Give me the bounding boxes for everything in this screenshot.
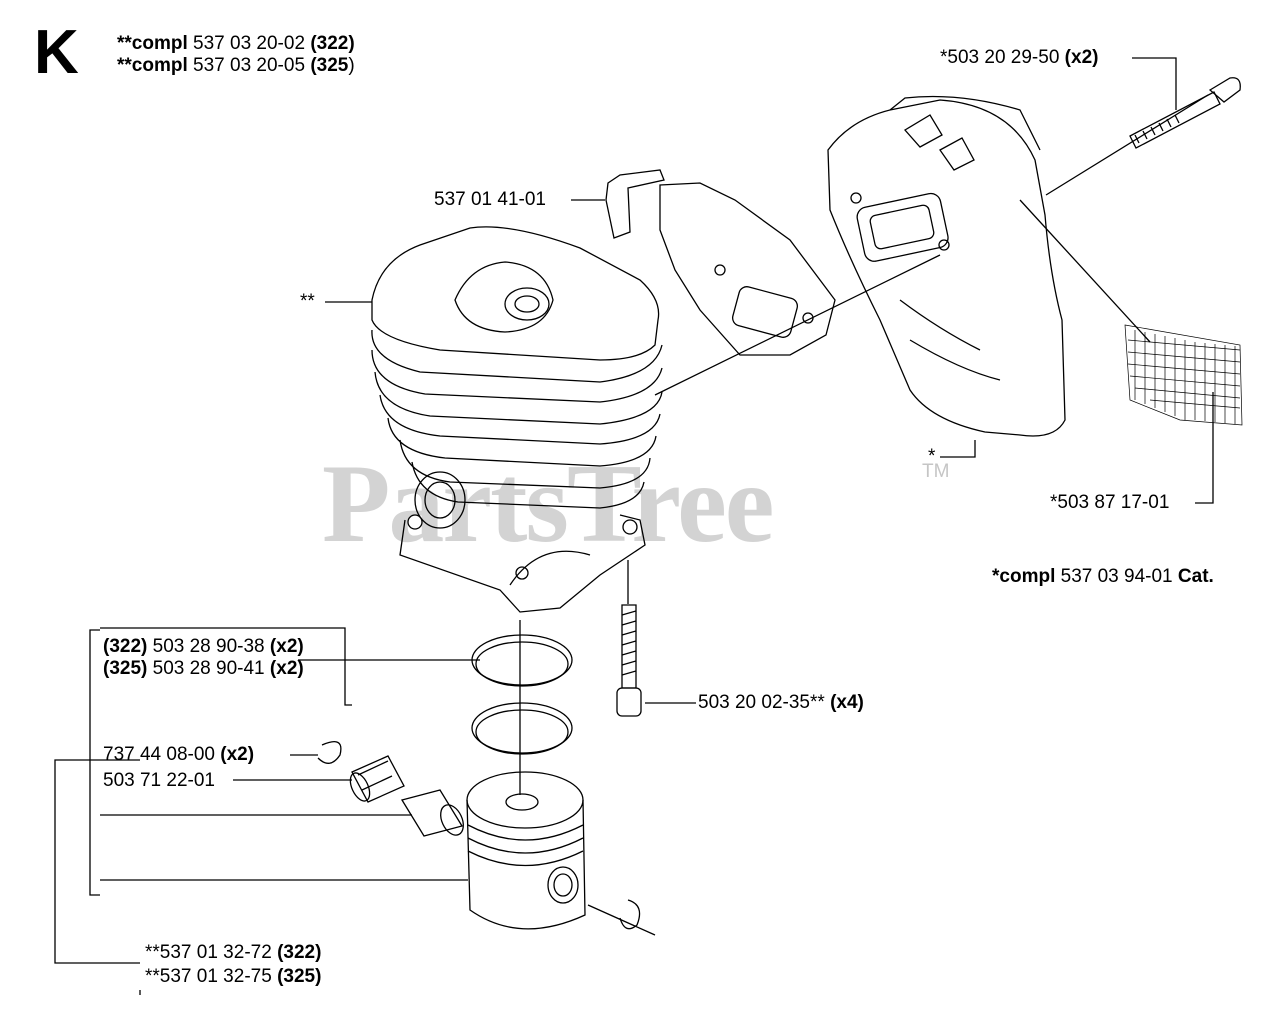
label-needle-bearing: 503 71 22-01 <box>103 770 215 791</box>
circlip-number: 737 44 08-00 <box>103 744 215 765</box>
label-circlip: 737 44 08-00 (x2) <box>103 744 254 766</box>
label-bracket: 537 01 41-01 <box>434 189 546 210</box>
header-1-model: (322) <box>310 33 355 54</box>
label-cylinder-bolts: 503 20 02-35** (x4) <box>698 692 864 714</box>
header-2-model: (325 <box>310 55 349 76</box>
piston <box>466 771 586 930</box>
header-1-prefix: **compl <box>117 33 188 54</box>
label-rings-325: (325) 503 28 90-41 (x2) <box>103 658 304 680</box>
muffler-screw-qty: (x2) <box>1064 47 1099 68</box>
leader-lines <box>54 57 1214 995</box>
needle-bearing <box>349 755 405 803</box>
watermark: PartsTree <box>322 442 775 566</box>
header-line-2: **compl 537 03 20-05 (325) <box>117 55 355 77</box>
cylinder <box>371 226 663 613</box>
bolts-number: 503 20 02-35** <box>698 692 825 713</box>
muffler-kit-prefix: *compl <box>992 566 1056 587</box>
piston-pin <box>400 789 464 837</box>
muffler-kit-number: 537 03 94-01 <box>1060 566 1173 587</box>
label-piston-325: **537 01 32-75 (325) <box>145 966 321 988</box>
muffler <box>827 95 1066 437</box>
rings-325-number: 503 28 90-41 <box>152 658 265 679</box>
piston-322-number: **537 01 32-72 <box>145 942 272 963</box>
header-line-1: **compl 537 03 20-02 (322) <box>117 33 355 55</box>
circlips <box>317 741 641 930</box>
rings-325-model: (325) <box>103 658 148 679</box>
header-2-number: 537 03 20-05 <box>193 55 306 76</box>
gasket-bracket <box>605 169 836 356</box>
header-2-close: ) <box>348 55 355 76</box>
label-muffler: * <box>928 446 936 467</box>
label-cylinder: ** <box>300 291 315 312</box>
spark-screen <box>1124 324 1243 426</box>
label-piston-322: **537 01 32-72 (322) <box>145 942 321 964</box>
piston-325-model: (325) <box>277 966 322 987</box>
cylinder-bolt <box>616 604 642 717</box>
muffler-screw <box>1129 77 1241 149</box>
bolts-qty: (x4) <box>830 692 864 713</box>
label-muffler-screw: *503 20 29-50 (x2) <box>940 47 1098 69</box>
label-rings-322: (322) 503 28 90-38 (x2) <box>103 636 304 658</box>
header-1-number: 537 03 20-02 <box>193 33 306 54</box>
header-2-prefix: **compl <box>117 55 188 76</box>
muffler-screw-number: *503 20 29-50 <box>940 47 1060 68</box>
piston-rings <box>471 634 573 755</box>
piston-325-number: **537 01 32-75 <box>145 966 272 987</box>
rings-322-number: 503 28 90-38 <box>152 636 265 657</box>
label-spark-screen: *503 87 17-01 <box>1050 492 1170 513</box>
piston-322-model: (322) <box>277 942 322 963</box>
label-muffler-kit: *compl 537 03 94-01 Cat. <box>992 566 1214 588</box>
section-letter: K <box>34 18 79 87</box>
rings-322-qty: (x2) <box>269 636 304 657</box>
muffler-kit-suffix: Cat. <box>1177 566 1214 587</box>
watermark-tm: TM <box>922 461 950 482</box>
rings-322-model: (322) <box>103 636 148 657</box>
rings-325-qty: (x2) <box>269 658 304 679</box>
circlip-qty: (x2) <box>220 744 255 765</box>
